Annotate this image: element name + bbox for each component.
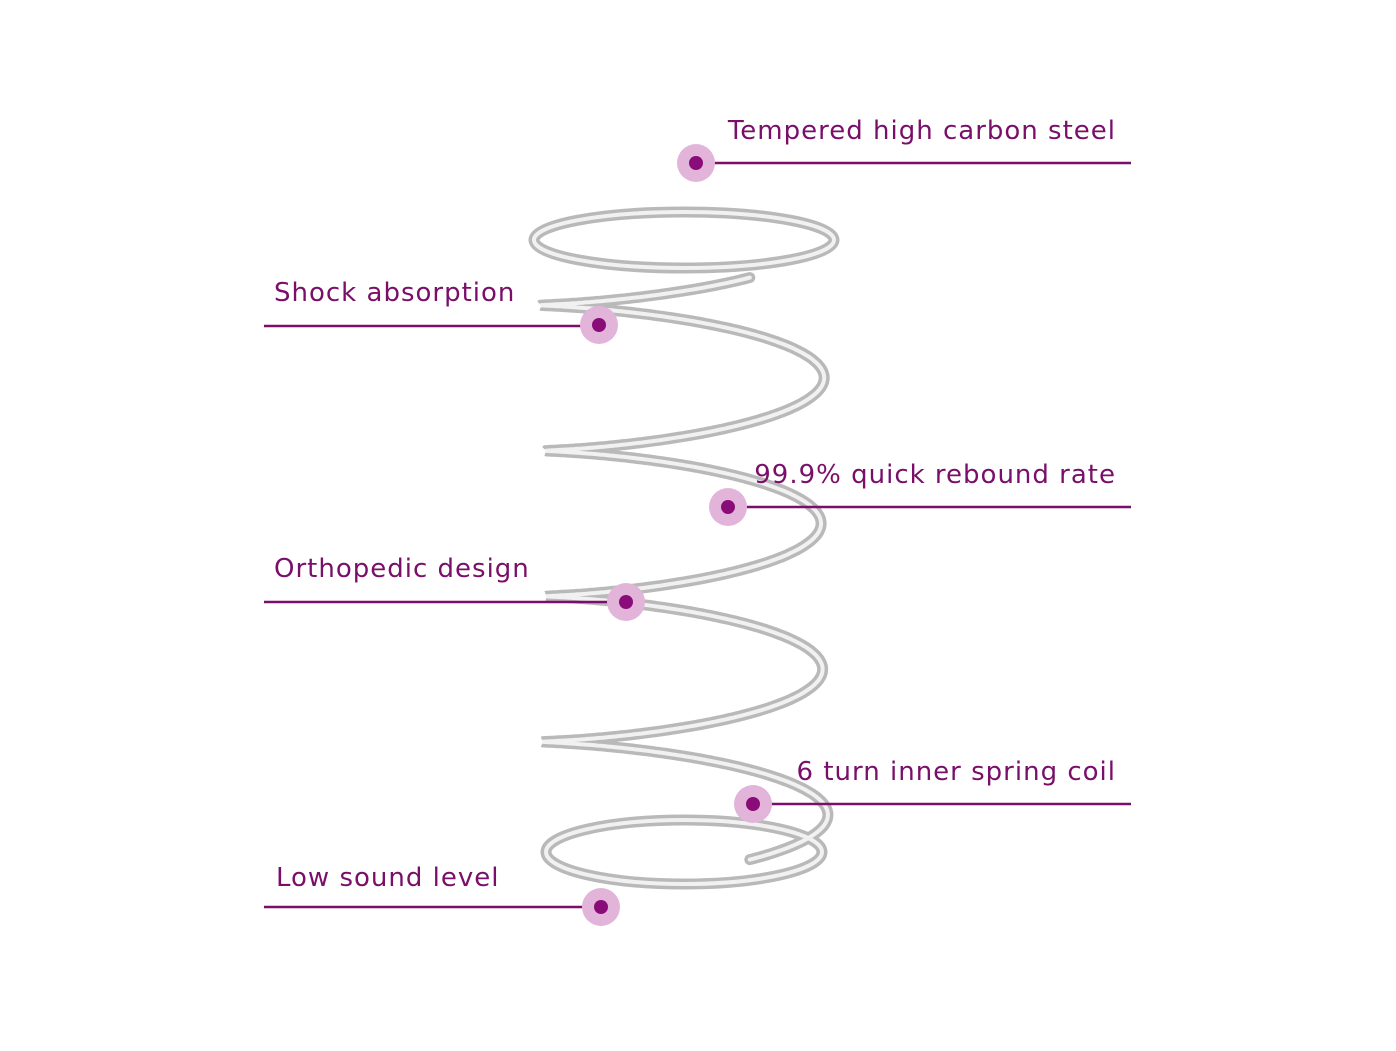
spring-bottom-ring (544, 818, 824, 886)
label-quick-rebound: 99.9% quick rebound rate (754, 460, 1116, 490)
marker-shock-absorption (580, 306, 618, 344)
spring-helix (539, 275, 830, 862)
coil-spring (528, 206, 840, 890)
marker-inner-coil (734, 785, 772, 823)
marker-low-sound (582, 888, 620, 926)
spring-helix (537, 272, 834, 866)
marker-tempered-steel (677, 144, 715, 182)
label-orthopedic: Orthopedic design (274, 554, 530, 584)
leader-lines (264, 161, 1131, 909)
label-inner-coil: 6 turn inner spring coil (796, 757, 1116, 787)
marker-orthopedic (607, 583, 645, 621)
spring-top-ring (532, 210, 836, 270)
callout-markers (580, 144, 772, 926)
label-shock-absorption: Shock absorption (274, 278, 516, 308)
marker-quick-rebound (709, 488, 747, 526)
label-tempered-steel: Tempered high carbon steel (727, 116, 1116, 146)
label-low-sound: Low sound level (276, 863, 500, 893)
